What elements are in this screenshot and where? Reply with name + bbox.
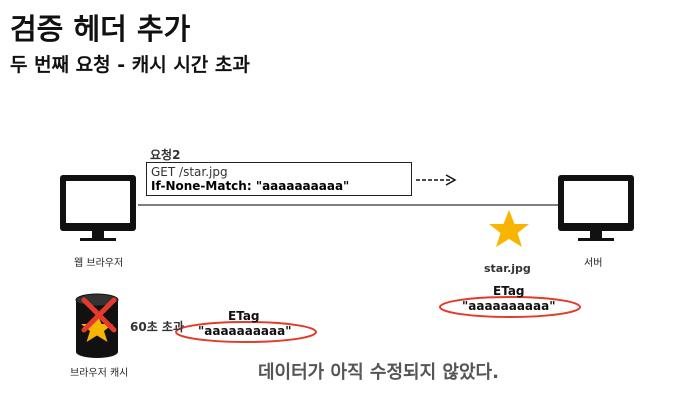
- cache-etag-highlight: [175, 321, 317, 343]
- expired-cross-icon: [81, 297, 117, 333]
- star-icon: [489, 210, 529, 247]
- request-arrow-icon: [416, 174, 457, 186]
- cache-etag-label: ETag: [228, 309, 260, 323]
- server-monitor-icon: [558, 175, 634, 241]
- cache-age-label: 60초 초과: [130, 320, 184, 334]
- cached-star-icon: [81, 313, 113, 342]
- request-header-line: If-None-Match: "aaaaaaaaaa": [151, 179, 350, 193]
- server-etag-highlight: [439, 296, 581, 318]
- request-line: GET /star.jpg: [151, 165, 228, 179]
- page-subtitle: 두 번째 요청 - 캐시 시간 초과: [10, 54, 250, 76]
- request-box: GET /star.jpg If-None-Match: "aaaaaaaaaa…: [146, 162, 412, 196]
- client-label: 웹 브라우저: [74, 258, 124, 269]
- resource-label: star.jpg: [484, 262, 531, 275]
- client-monitor-icon: [60, 175, 136, 241]
- request-label: 요청2: [150, 148, 181, 162]
- conclusion-text: 데이터가 아직 수정되지 않았다.: [258, 362, 499, 383]
- server-label: 서버: [584, 258, 603, 269]
- cache-etag-value: "aaaaaaaaaa": [198, 324, 292, 338]
- cache-label: 브라우저 캐시: [70, 368, 129, 379]
- server-etag-label: ETag: [493, 284, 525, 298]
- server-etag-value: "aaaaaaaaaa": [462, 299, 556, 313]
- page-title: 검증 헤더 추가: [10, 12, 191, 46]
